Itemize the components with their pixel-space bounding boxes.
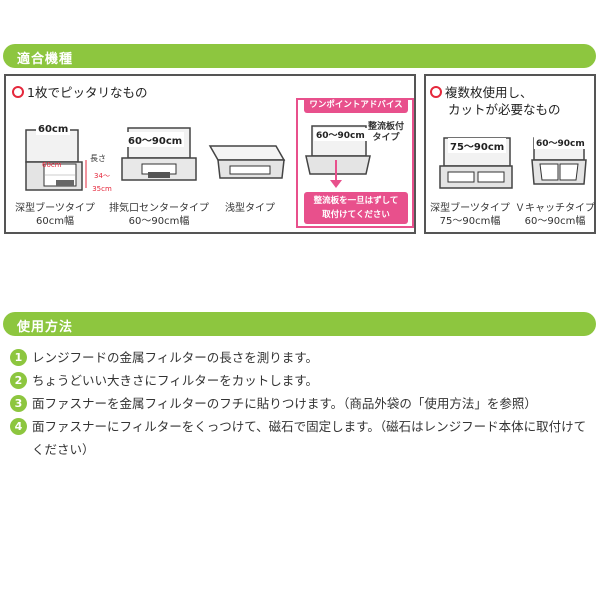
single-fit-heading: 1枚でピッタリなもの: [12, 84, 147, 101]
advice-type-label: 整流板付 タイプ: [368, 122, 405, 143]
advice-title: ワンポイントアドバイス: [304, 98, 408, 113]
deep-boots-caption: 深型ブーツタイプ 60cm幅: [15, 203, 95, 227]
circle-mark-icon: [12, 86, 24, 98]
deep-boots-wide-caption: 深型ブーツタイプ 75〜90cm幅: [430, 203, 510, 227]
v-catch-caption: Ｖキャッチタイプ 60〜90cm幅: [515, 203, 595, 227]
center-exhaust-size-label: 60〜90cm: [126, 132, 185, 147]
advice-box: ワンポイントアドバイス 60〜90cm 整流板付 タイプ 整流板を一旦はずして …: [296, 98, 414, 228]
center-exhaust-caption: 排気口センタータイプ 60〜90cm幅: [109, 203, 209, 227]
usage-section-title: 使用方法: [17, 320, 74, 335]
shallow-hood-illustration: [208, 145, 286, 179]
step-text: ちょうどいい大きさにフィルターをカットします。: [32, 373, 319, 388]
step-number-badge: 1: [10, 349, 27, 366]
compat-section-title: 適合機種: [17, 52, 74, 67]
multi-cut-box: 複数枚使用し、 カットが必要なもの 75〜90cm 深型ブーツタイプ 75〜90…: [424, 74, 596, 234]
usage-step: 4 面ファスナーにフィルターをくっつけて、磁石で固定します。（磁石はレンジフード…: [10, 415, 595, 461]
step-number-badge: 4: [10, 418, 27, 435]
step-text: 面ファスナーを金属フィルターのフチに貼りつけます。（商品外袋の「使用方法」を参照…: [32, 396, 537, 411]
single-fit-box: 1枚でピッタリなもの 60cm 60cm 長さ 34〜35cm 深型ブーツタイプ…: [4, 74, 416, 234]
shallow-caption: 浅型タイプ: [225, 203, 275, 214]
advice-size-label: 60〜90cm: [314, 128, 367, 141]
usage-section-header: 使用方法: [3, 312, 596, 336]
advice-note: 整流板を一旦はずして 取付けてください: [304, 192, 408, 224]
height-range-label: 34〜35cm: [92, 172, 112, 193]
step-text: レンジフードの金属フィルターの長さを測ります。: [32, 350, 319, 365]
usage-step: 3 面ファスナーを金属フィルターのフチに貼りつけます。（商品外袋の「使用方法」を…: [10, 392, 595, 415]
deep-boots-wide-size-label: 75〜90cm: [448, 138, 507, 153]
compat-section-header: 適合機種: [3, 44, 596, 68]
deep-boots-small-dim: 60cm: [42, 161, 62, 169]
v-catch-size-label: 60〜90cm: [534, 136, 587, 149]
deep-boots-hood-illustration: [25, 129, 87, 191]
circle-mark-icon: [430, 86, 442, 98]
step-number-badge: 2: [10, 372, 27, 389]
usage-step: 1 レンジフードの金属フィルターの長さを測ります。: [10, 346, 595, 369]
multi-cut-heading: 複数枚使用し、 カットが必要なもの: [430, 84, 561, 118]
height-label: 長さ: [90, 154, 106, 163]
usage-steps-list: 1 レンジフードの金属フィルターの長さを測ります。 2 ちょうどいい大きさにフィ…: [10, 346, 595, 461]
step-text: 面ファスナーにフィルターをくっつけて、磁石で固定します。（磁石はレンジフード本体…: [32, 419, 587, 457]
step-number-badge: 3: [10, 395, 27, 412]
deep-boots-size-label: 60cm: [36, 124, 71, 135]
usage-step: 2 ちょうどいい大きさにフィルターをカットします。: [10, 369, 595, 392]
